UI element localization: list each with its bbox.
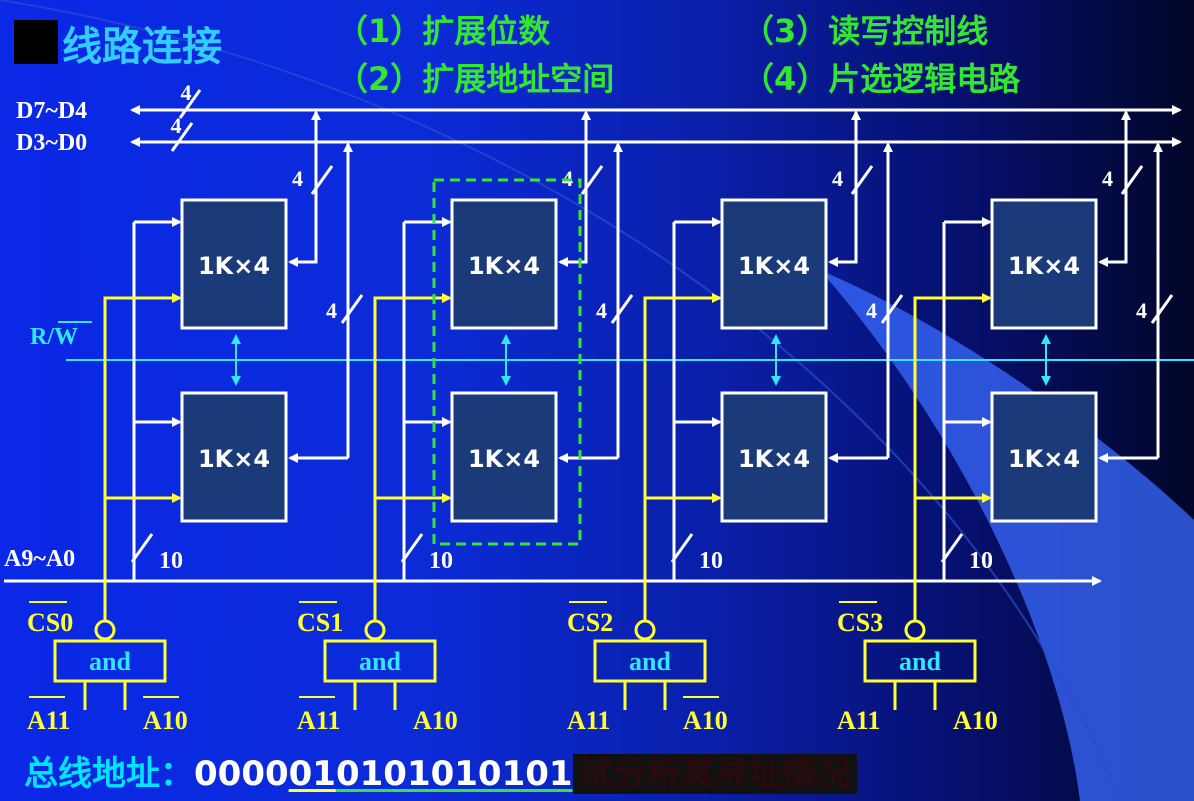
data-width-slash-bottom-1 xyxy=(610,294,634,324)
cs-bubble-3 xyxy=(904,619,926,641)
data-width-label-bottom-3: 4 xyxy=(1136,298,1147,323)
cs-line-top-0 xyxy=(103,293,182,620)
decorative-swoosh xyxy=(820,270,1194,801)
data-width-slash-top-2 xyxy=(850,165,874,195)
data-width-label-top-2: 4 xyxy=(832,166,843,191)
data-bus-high-width: 4 xyxy=(181,80,192,105)
and-gate-1 xyxy=(323,639,437,683)
data-width-slash-bottom-2 xyxy=(880,294,904,324)
cs-line-top-2 xyxy=(643,293,722,620)
memory-chip-label: 1K×4 xyxy=(1008,445,1080,473)
memory-chip-1-bottom xyxy=(450,391,558,523)
note-chip-select: （4）片选逻辑电路 xyxy=(742,60,1021,98)
cs-label-1: CS1 xyxy=(297,608,343,637)
input-a10-label-0: A10 xyxy=(143,706,188,735)
data-bus-low-label: D3~D0 xyxy=(16,130,87,156)
address-width-slash-2 xyxy=(670,533,694,563)
cs-bubble-1 xyxy=(364,619,386,641)
data-width-label-bottom-1: 4 xyxy=(596,298,607,323)
memory-chip-2-bottom xyxy=(720,391,828,523)
slide-title: 线路连接 xyxy=(62,24,222,70)
address-width-slash-3 xyxy=(940,533,964,563)
data-width-label-top-0: 4 xyxy=(292,166,303,191)
address-cs-bits: 01 xyxy=(288,754,336,794)
and-gate-0 xyxy=(53,639,167,683)
address-prefix: 0000 xyxy=(194,754,289,794)
memory-chip-0-bottom xyxy=(180,391,288,523)
and-gate-label-3: and xyxy=(899,647,941,676)
note-expand-address: （2）扩展地址空间 xyxy=(336,60,615,98)
address-bus-label: A9~A0 xyxy=(4,546,75,572)
address-width-slash-1 xyxy=(400,533,424,563)
memory-chip-label: 1K×4 xyxy=(468,252,540,280)
data-bus-high-label: D7~D4 xyxy=(16,98,87,124)
cs-line-top-1 xyxy=(373,293,452,620)
and-gate-label-1: and xyxy=(359,647,401,676)
memory-chip-0-top xyxy=(180,198,288,330)
input-a10-label-3: A10 xyxy=(953,706,998,735)
data-width-label-top-3: 4 xyxy=(1102,166,1113,191)
decorative-arc xyxy=(0,0,1121,801)
data-width-slash-top-3 xyxy=(1120,165,1144,195)
input-a11-label-0: A11 xyxy=(27,706,70,735)
address-width-label-0: 10 xyxy=(159,548,183,574)
memory-chip-3-top xyxy=(990,198,1098,330)
memory-chip-1-top xyxy=(450,198,558,330)
input-a11-label-3: A11 xyxy=(837,706,880,735)
memory-chip-label: 1K×4 xyxy=(1008,252,1080,280)
memory-chip-label: 1K×4 xyxy=(198,252,270,280)
memory-chip-3-bottom xyxy=(990,391,1098,523)
and-gate-3 xyxy=(863,639,977,683)
data-bus-high-slash xyxy=(178,89,202,119)
highlight-box xyxy=(432,178,582,546)
note-rw-control: （3）读写控制线 xyxy=(742,12,989,50)
input-a11-label-1: A11 xyxy=(297,706,340,735)
bus-address-label: 总线地址： xyxy=(24,754,194,794)
memory-chip-label: 1K×4 xyxy=(738,252,810,280)
question-text: 试分析其寻址情况 xyxy=(572,754,857,794)
and-gate-label-2: and xyxy=(629,647,671,676)
memory-chip-label: 1K×4 xyxy=(468,445,540,473)
memory-chip-label: 1K×4 xyxy=(198,445,270,473)
data-width-label-bottom-0: 4 xyxy=(326,298,337,323)
input-a10-label-1: A10 xyxy=(413,706,458,735)
address-chip-bits: 0101010101 xyxy=(335,754,573,794)
and-gate-2 xyxy=(593,639,707,683)
and-gate-label-0: and xyxy=(89,647,131,676)
cs-label-0: CS0 xyxy=(27,608,73,637)
data-width-slash-bottom-0 xyxy=(340,294,364,324)
memory-chip-label: 1K×4 xyxy=(738,445,810,473)
cs-label-2: CS2 xyxy=(567,608,613,637)
data-width-slash-bottom-3 xyxy=(1150,294,1174,324)
address-width-label-2: 10 xyxy=(699,548,723,574)
memory-chip-2-top xyxy=(720,198,828,330)
input-a10-label-2: A10 xyxy=(683,706,728,735)
bullet-square xyxy=(14,20,58,64)
data-bus-low-width: 4 xyxy=(171,113,182,138)
cs-line-top-3 xyxy=(913,293,992,620)
data-width-label-bottom-2: 4 xyxy=(866,298,877,323)
address-width-label-1: 10 xyxy=(429,548,453,574)
address-width-label-3: 10 xyxy=(969,548,993,574)
data-width-slash-top-0 xyxy=(310,165,334,195)
cs-bubble-0 xyxy=(94,619,116,641)
note-expand-bits: （1）扩展位数 xyxy=(336,12,551,50)
data-bus-low-slash xyxy=(170,122,194,152)
cs-label-3: CS3 xyxy=(837,608,883,637)
data-width-slash-top-1 xyxy=(580,165,604,195)
cs-bubble-2 xyxy=(634,619,656,641)
address-width-slash-0 xyxy=(130,533,154,563)
input-a11-label-2: A11 xyxy=(567,706,610,735)
rw-label: R/W xyxy=(30,324,78,350)
